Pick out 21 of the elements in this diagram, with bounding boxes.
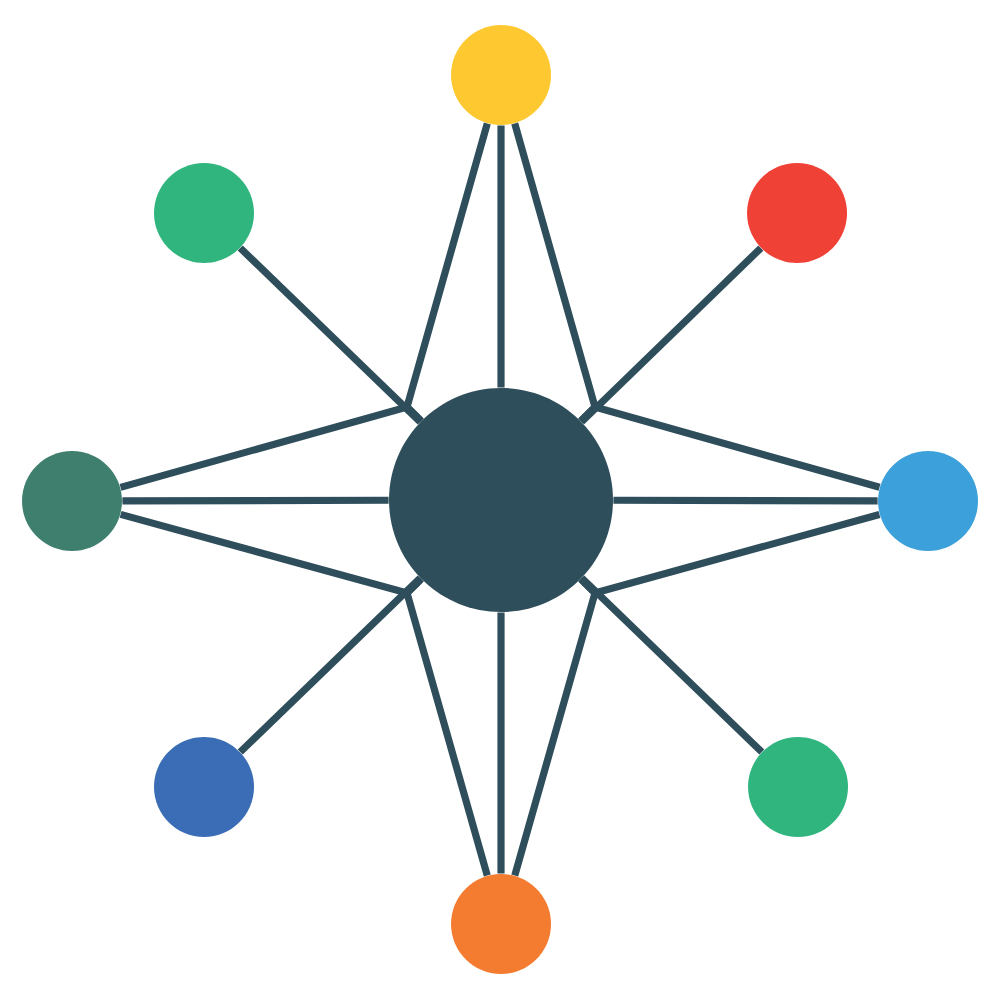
connector-line xyxy=(511,576,600,877)
connector-line xyxy=(237,575,423,755)
circle xyxy=(451,874,551,974)
connector-line xyxy=(613,496,878,505)
connector-line xyxy=(497,612,505,874)
connector-line xyxy=(237,245,423,425)
connector-line xyxy=(497,125,505,388)
connector-line xyxy=(119,402,424,491)
connector-line xyxy=(122,496,389,505)
connector-line xyxy=(579,575,765,755)
circle xyxy=(748,737,848,837)
hub-circle xyxy=(389,388,613,612)
circle xyxy=(154,737,254,837)
connector-line xyxy=(578,402,881,491)
circle xyxy=(878,451,978,551)
circle xyxy=(451,25,551,125)
circle xyxy=(747,163,847,263)
circle xyxy=(22,451,122,551)
connector-line xyxy=(579,245,764,425)
circle xyxy=(154,163,254,263)
connector-line xyxy=(402,576,491,877)
